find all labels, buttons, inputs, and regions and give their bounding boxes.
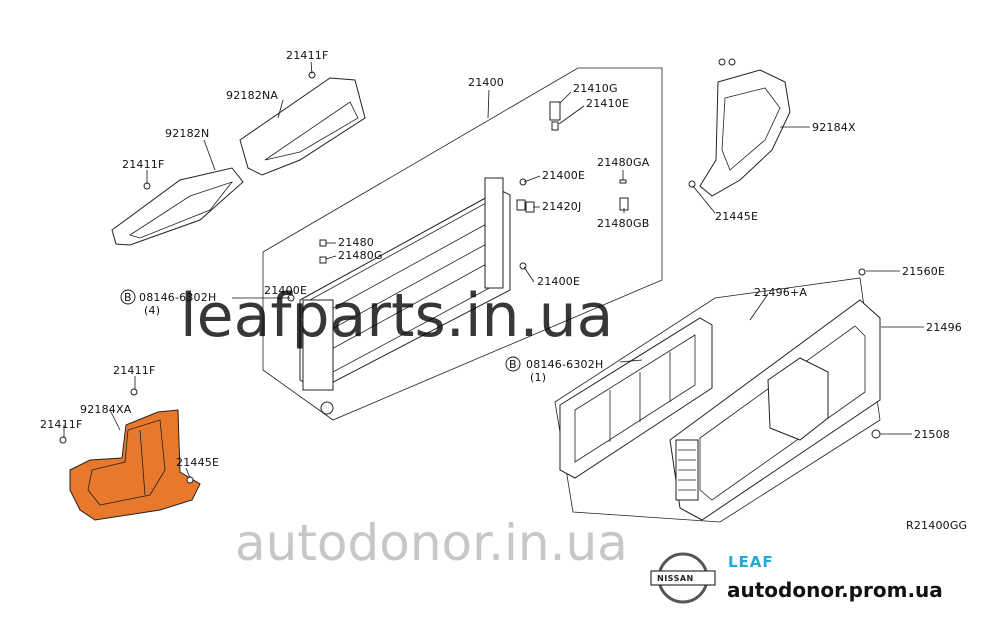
watermark-autodonor: autodonor.in.ua	[235, 514, 628, 572]
label-92184X: 92184X	[812, 121, 856, 134]
label-08146-qty-b: (1)	[530, 371, 546, 384]
fan-shroud-group	[554, 268, 881, 523]
label-21410E: 21410E	[586, 97, 629, 110]
bolt-marker-b-text: B	[124, 291, 132, 304]
label-21400: 21400	[468, 76, 504, 89]
label-21400E-lower: 21400E	[537, 275, 580, 288]
radiator-right-tank	[484, 177, 504, 289]
reference-code: R21400GG	[906, 519, 967, 532]
fan-opening	[767, 357, 829, 441]
bolt-marker-b	[120, 289, 136, 305]
bolt-marker-b-2-text: B	[509, 358, 517, 371]
label-21400E-left: 21400E	[264, 284, 307, 297]
label-21496A: 21496+A	[754, 286, 807, 299]
label-08146-qty-a: (4)	[144, 304, 160, 317]
label-21480: 21480	[338, 236, 374, 249]
label-92182N: 92182N	[165, 127, 209, 140]
label-21560E: 21560E	[902, 265, 945, 278]
right-air-guide-group	[688, 58, 791, 197]
plug-21420J	[525, 201, 535, 213]
part-labels: 21411F 92182NA 92182N 21411F 21400 21410…	[40, 49, 967, 532]
watermark-leafparts: leafparts.in.ua	[180, 281, 613, 351]
nissan-logo-text: NISSAN	[657, 574, 694, 583]
leaf-logo: LEAF	[728, 553, 774, 571]
air-guide-92182N	[111, 167, 244, 246]
label-21411F-lower-b: 21411F	[40, 418, 83, 431]
shroud-21496A	[559, 317, 713, 479]
label-21420J: 21420J	[542, 200, 581, 213]
label-21480GA: 21480GA	[597, 156, 650, 169]
label-08146-6302H-b: 08146-6302H	[526, 358, 603, 371]
label-08146-6302H-a: 08146-6302H	[139, 291, 216, 304]
nissan-logo: NISSAN	[650, 552, 716, 604]
label-21508: 21508	[914, 428, 950, 441]
shroud-group-outline	[554, 277, 881, 523]
radiator-group-outline	[262, 67, 663, 421]
label-92182NA: 92182NA	[226, 89, 278, 102]
label-21480G: 21480G	[338, 249, 383, 262]
air-guide-92184X	[699, 69, 791, 197]
label-21411F-lower-a: 21411F	[113, 364, 156, 377]
drain-cock	[549, 101, 561, 121]
leader-lines	[63, 61, 924, 479]
air-guide-92182NA	[239, 77, 366, 176]
radiator-left-tank	[302, 299, 334, 391]
label-21411F-top: 21411F	[286, 49, 329, 62]
label-21411F-left: 21411F	[122, 158, 165, 171]
upper-air-guides	[111, 71, 366, 246]
shop-url: autodonor.prom.ua	[727, 578, 943, 602]
bolt-marker-b-2	[505, 356, 521, 372]
label-21445E-right: 21445E	[715, 210, 758, 223]
label-21480GB: 21480GB	[597, 217, 649, 230]
label-21496: 21496	[926, 321, 962, 334]
radiator-assembly-group	[262, 67, 663, 421]
label-21410G: 21410G	[573, 82, 618, 95]
label-21400E-upper: 21400E	[542, 169, 585, 182]
label-21445E-left: 21445E	[176, 456, 219, 469]
label-92184XA: 92184XA	[80, 403, 132, 416]
